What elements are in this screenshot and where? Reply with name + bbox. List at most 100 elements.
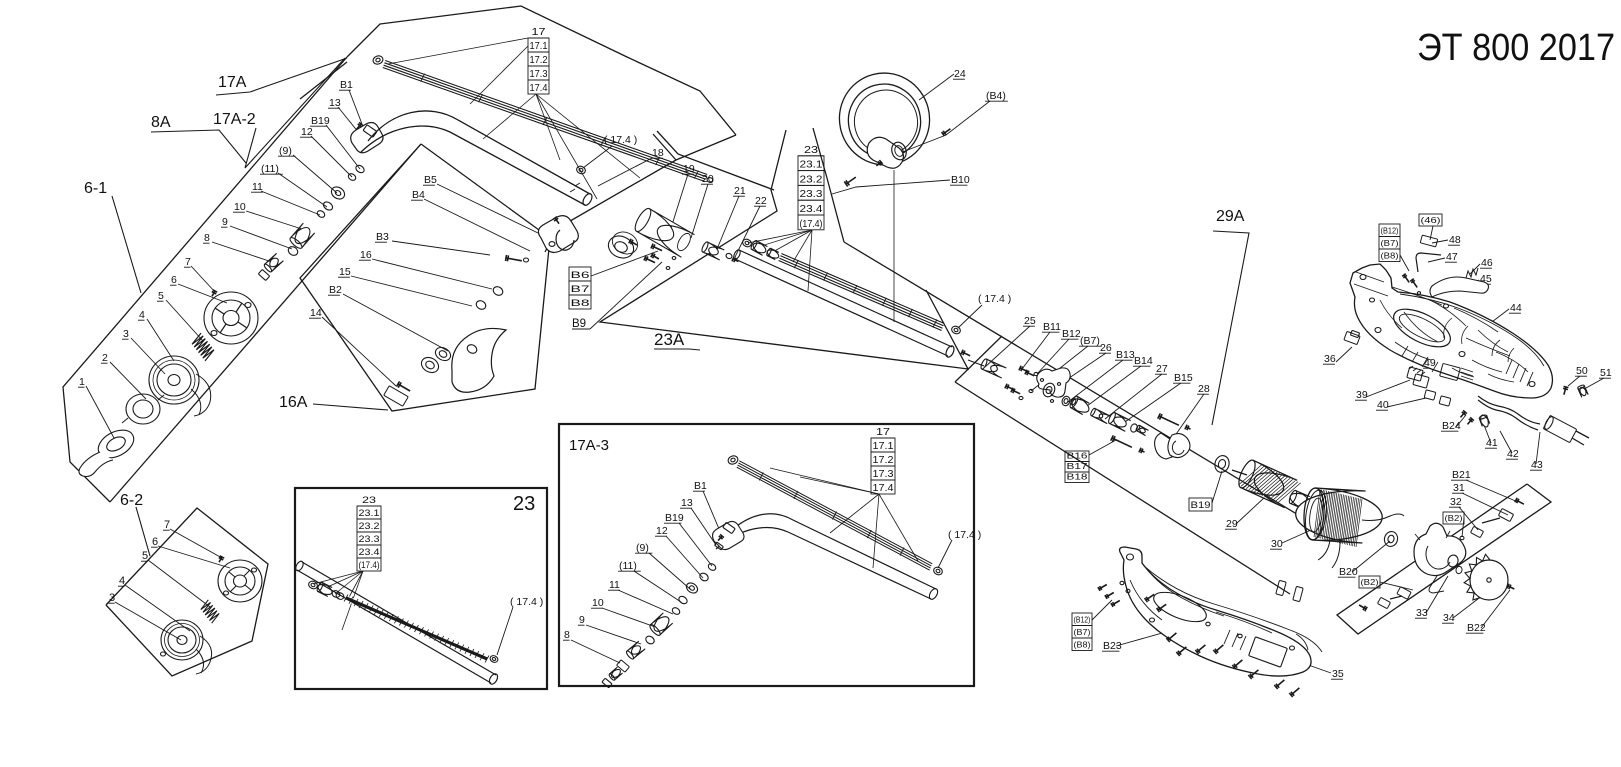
svg-text:23.4: 23.4	[800, 203, 823, 215]
svg-text:48: 48	[1449, 234, 1461, 246]
svg-text:B9: B9	[572, 318, 586, 330]
svg-text:44: 44	[1510, 302, 1522, 314]
svg-text:6: 6	[171, 274, 177, 286]
svg-text:10: 10	[592, 597, 604, 609]
svg-text:26: 26	[1100, 342, 1112, 354]
svg-text:15: 15	[339, 266, 351, 278]
svg-text:17.3: 17.3	[873, 468, 894, 480]
svg-text:B24: B24	[1442, 420, 1461, 432]
svg-text:B16: B16	[1067, 450, 1088, 460]
svg-text:40: 40	[1377, 399, 1389, 411]
svg-text:3: 3	[123, 328, 129, 340]
svg-text:8: 8	[204, 232, 210, 244]
svg-text:17.4: 17.4	[530, 82, 548, 94]
svg-text:34: 34	[1443, 612, 1455, 624]
svg-text:6-2: 6-2	[120, 492, 143, 509]
svg-text:5: 5	[158, 290, 164, 302]
svg-text:(11): (11)	[261, 163, 279, 175]
svg-text:(B7): (B7)	[1074, 627, 1091, 637]
svg-text:B14: B14	[1134, 355, 1153, 367]
svg-text:(B2): (B2)	[1445, 513, 1463, 523]
svg-text:B21: B21	[1452, 469, 1471, 481]
svg-text:47: 47	[1446, 251, 1458, 263]
svg-text:29: 29	[1226, 518, 1238, 530]
svg-text:(B7): (B7)	[1381, 238, 1399, 248]
svg-text:4: 4	[139, 309, 145, 321]
svg-text:B19: B19	[665, 512, 684, 524]
svg-text:23: 23	[804, 144, 818, 156]
svg-text:17.1: 17.1	[530, 40, 548, 52]
svg-text:B8: B8	[571, 298, 590, 309]
svg-text:23.4: 23.4	[359, 547, 380, 558]
svg-text:8: 8	[564, 629, 570, 641]
svg-text:30: 30	[1271, 538, 1283, 550]
svg-text:23: 23	[513, 493, 535, 515]
svg-text:13: 13	[329, 97, 341, 109]
svg-text:7: 7	[164, 519, 170, 531]
svg-text:B19: B19	[1191, 500, 1211, 511]
svg-text:(9): (9)	[279, 145, 292, 157]
svg-text:17.2: 17.2	[530, 54, 548, 66]
svg-text:B2: B2	[329, 284, 342, 296]
svg-text:23A: 23A	[654, 330, 685, 349]
svg-text:10: 10	[234, 201, 246, 213]
svg-text:( 17.4 ): ( 17.4 )	[510, 596, 543, 608]
svg-text:B15: B15	[1174, 372, 1193, 384]
svg-text:46: 46	[1481, 257, 1493, 269]
svg-text:17A-3: 17A-3	[569, 437, 609, 454]
svg-text:27: 27	[1156, 363, 1168, 375]
svg-text:( 17.4 ): ( 17.4 )	[978, 293, 1011, 305]
svg-text:22: 22	[755, 195, 767, 207]
svg-text:(B12): (B12)	[1074, 614, 1091, 624]
svg-text:B6: B6	[571, 270, 590, 281]
svg-text:6: 6	[152, 536, 158, 548]
svg-text:5: 5	[142, 550, 148, 562]
svg-text:B19: B19	[311, 115, 330, 127]
svg-text:28: 28	[1198, 383, 1210, 395]
svg-text:( 17.4 ): ( 17.4 )	[948, 529, 981, 541]
svg-text:B7: B7	[571, 284, 590, 295]
svg-text:B23: B23	[1103, 640, 1122, 652]
svg-text:25: 25	[1024, 315, 1036, 327]
svg-text:39: 39	[1356, 389, 1368, 401]
svg-text:( 17.4 ): ( 17.4 )	[604, 134, 637, 146]
svg-text:13: 13	[681, 497, 693, 509]
svg-text:33: 33	[1416, 607, 1428, 619]
svg-text:36: 36	[1324, 353, 1336, 365]
svg-text:(B2): (B2)	[1361, 577, 1379, 587]
svg-text:B20: B20	[1339, 566, 1358, 578]
svg-text:35: 35	[1332, 668, 1344, 680]
svg-text:B5: B5	[424, 174, 437, 186]
svg-text:17A: 17A	[218, 74, 247, 91]
svg-text:16: 16	[360, 249, 372, 261]
svg-text:43: 43	[1531, 459, 1543, 471]
svg-text:17.3: 17.3	[530, 68, 548, 80]
svg-text:(9): (9)	[636, 542, 649, 554]
svg-text:23.1: 23.1	[800, 159, 823, 171]
svg-text:51: 51	[1600, 367, 1612, 379]
svg-text:B12: B12	[1062, 328, 1081, 340]
svg-text:23.2: 23.2	[359, 521, 380, 532]
svg-text:17: 17	[876, 426, 890, 438]
svg-text:(17.4): (17.4)	[800, 218, 823, 230]
svg-text:B3: B3	[376, 231, 389, 243]
svg-text:31: 31	[1453, 482, 1465, 494]
svg-text:17.2: 17.2	[873, 454, 894, 466]
svg-text:(B8): (B8)	[1381, 250, 1399, 260]
svg-text:B17: B17	[1067, 461, 1088, 471]
svg-text:(B7): (B7)	[1080, 335, 1100, 347]
svg-text:12: 12	[656, 525, 668, 537]
svg-text:B4: B4	[412, 189, 425, 201]
svg-text:11: 11	[609, 579, 620, 591]
svg-text:12: 12	[301, 126, 313, 138]
svg-text:B1: B1	[340, 79, 353, 91]
svg-text:14: 14	[310, 307, 322, 319]
svg-text:(B8): (B8)	[1074, 639, 1091, 649]
svg-text:(11): (11)	[619, 560, 637, 572]
svg-text:9: 9	[579, 614, 585, 626]
svg-text:B11: B11	[1043, 321, 1061, 333]
svg-text:32: 32	[1450, 496, 1462, 508]
svg-text:29A: 29A	[1216, 208, 1245, 225]
svg-text:3: 3	[109, 592, 115, 604]
svg-text:17.4: 17.4	[873, 482, 894, 494]
